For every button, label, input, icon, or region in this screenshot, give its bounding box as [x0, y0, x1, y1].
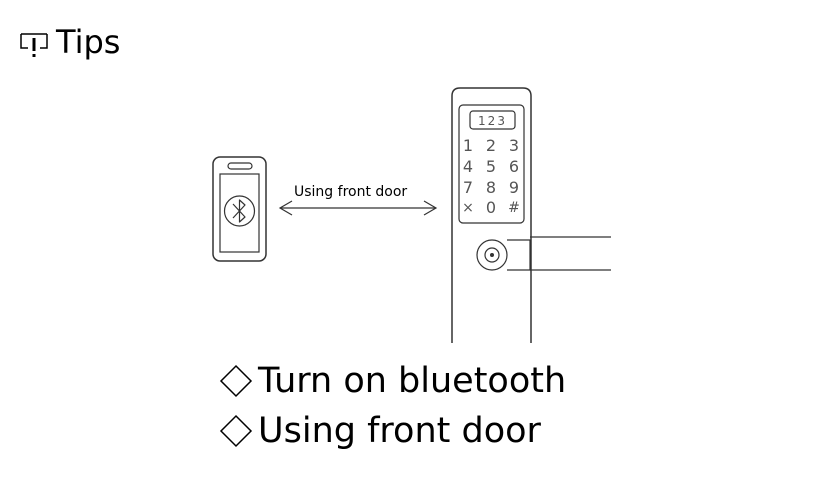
list-item: Turn on bluetooth — [218, 356, 566, 406]
list-item: Using front door — [218, 406, 566, 456]
list-item-text: Turn on bluetooth — [258, 361, 567, 401]
keypad-key: 1 — [463, 136, 473, 155]
keypad-key: 3 — [509, 136, 519, 155]
alert-bracket-icon — [20, 33, 48, 57]
keypad-key: 0 — [486, 198, 496, 217]
door-lock — [451, 87, 611, 343]
double-arrow — [278, 200, 438, 216]
diamond-icon — [219, 414, 253, 448]
diamond-icon — [219, 364, 253, 398]
keypad-key: 5 — [486, 157, 496, 176]
keypad-key: # — [508, 200, 520, 216]
keypad-grid: 1 2 3 4 5 6 7 8 9 × 0 # — [462, 136, 520, 217]
keypad-key: × — [462, 200, 474, 216]
keypad-key: 2 — [486, 136, 496, 155]
tips-header: Tips — [16, 22, 120, 62]
keypad-key: 7 — [463, 178, 473, 197]
arrow-caption: Using front door — [294, 184, 408, 200]
keypad-display: 123 — [478, 114, 507, 128]
bluetooth-icon — [223, 195, 256, 227]
page-title: Tips — [56, 23, 121, 61]
list-item-text: Using front door — [258, 411, 541, 451]
tips-list: Turn on bluetooth Using front door — [218, 356, 566, 456]
keypad-key: 8 — [486, 178, 496, 197]
keypad-key: 4 — [463, 157, 473, 176]
keypad-key: 6 — [509, 157, 519, 176]
keypad-key: 9 — [509, 178, 519, 197]
phone — [212, 156, 267, 262]
